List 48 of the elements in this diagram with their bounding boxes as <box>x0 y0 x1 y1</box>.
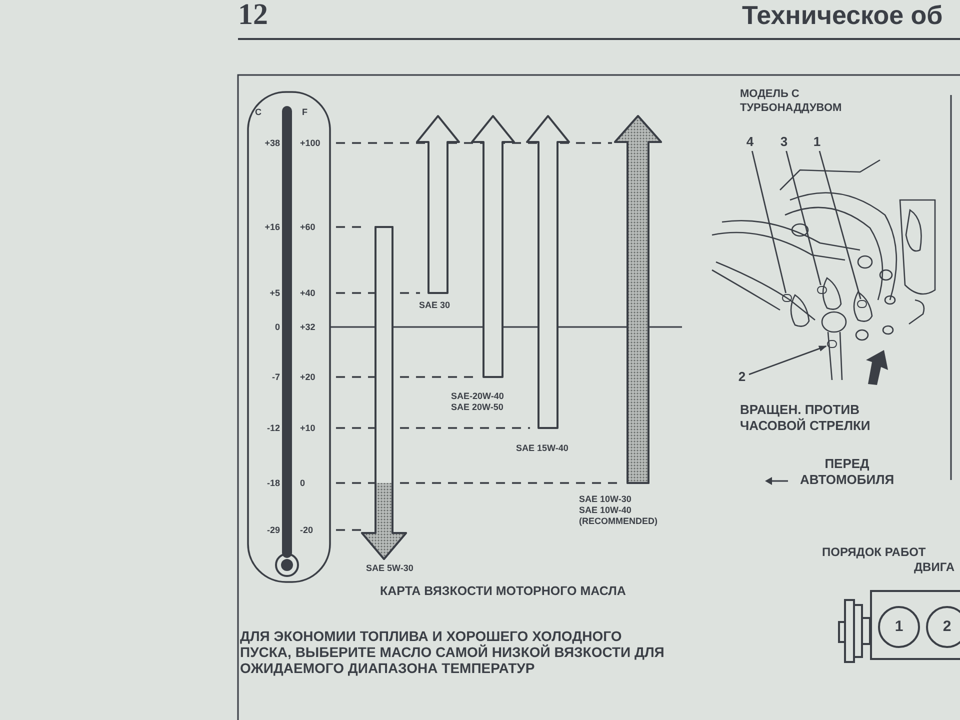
callout-number: 4 <box>744 134 756 150</box>
scale-label: +16 <box>264 221 280 233</box>
section-title: ДВИГА <box>914 559 955 576</box>
oil-grade-label: (RECOMMENDED) <box>579 516 658 527</box>
scale-label: -7 <box>270 371 280 383</box>
oil-grade-label: SAE-20W-40 <box>451 391 504 402</box>
scale-label: -20 <box>300 524 314 536</box>
scale-label: +100 <box>300 137 322 149</box>
note-text: ДЛЯ ЭКОНОМИИ ТОПЛИВА И ХОРОШЕГО ХОЛОДНОГО ПУСКА, ВЫБЕРИТЕ МАСЛО САМОЙ НИЗКОЙ ВЯЗКОСТИ ДЛЯ ОЖИДАЕМОГО ДИАПАЗОНА ТЕМПЕРАТУР <box>240 628 666 676</box>
drawing-caption: ВРАЩЕН. ПРОТИВ ЧАСОВОЙ СТРЕЛКИ <box>740 402 872 434</box>
scale-label: -18 <box>266 477 280 489</box>
scale-label: -29 <box>266 524 280 536</box>
scale-unit: F <box>302 106 308 119</box>
callout-number: 2 <box>736 369 748 385</box>
terminal-part <box>857 300 867 308</box>
scale-label: 0 <box>300 477 306 489</box>
scale-label: 0 <box>274 321 280 333</box>
scale-label: +5 <box>268 287 280 299</box>
engine-block <box>870 590 960 660</box>
scale-label: +32 <box>300 321 316 333</box>
oil-grade-label: SAE 10W-40 <box>579 505 632 516</box>
scale-label: +38 <box>264 137 280 149</box>
scale-label: -12 <box>266 422 280 434</box>
leader-line <box>786 150 822 286</box>
oil-grade-label: SAE 5W-30 <box>366 563 414 574</box>
oil-grade-label: SAE 20W-50 <box>451 402 504 413</box>
section-title: ПОРЯДОК РАБОТ <box>822 544 926 561</box>
oil-grade-label: SAE 15W-40 <box>516 443 568 454</box>
callout-number: 3 <box>778 134 790 150</box>
scale-unit: C <box>255 106 262 119</box>
scale-label: +20 <box>300 371 316 383</box>
scale-label: +10 <box>300 422 316 434</box>
leader-line <box>751 150 786 294</box>
terminal-part <box>817 286 827 294</box>
scale-label: +60 <box>300 221 316 233</box>
direction-note: ПЕРЕД АВТОМОБИЛЯ <box>798 456 896 488</box>
drawing-title: МОДЕЛЬ С ТУРБОНАДДУВОМ <box>740 88 843 116</box>
page-number: 12 <box>238 0 268 30</box>
leader-line <box>748 346 827 376</box>
scale-label: +40 <box>300 287 316 299</box>
oil-grade-label: SAE 30 <box>419 300 450 311</box>
terminal-part <box>827 340 837 348</box>
leader-line <box>818 150 862 300</box>
chart-caption: КАРТА ВЯЗКОСТИ МОТОРНОГО МАСЛА <box>380 583 626 600</box>
terminal-part <box>782 294 792 302</box>
running-head: Техническое об <box>742 2 944 28</box>
callout-number: 1 <box>811 134 823 150</box>
oil-grade-label: SAE 10W-30 <box>579 494 632 505</box>
